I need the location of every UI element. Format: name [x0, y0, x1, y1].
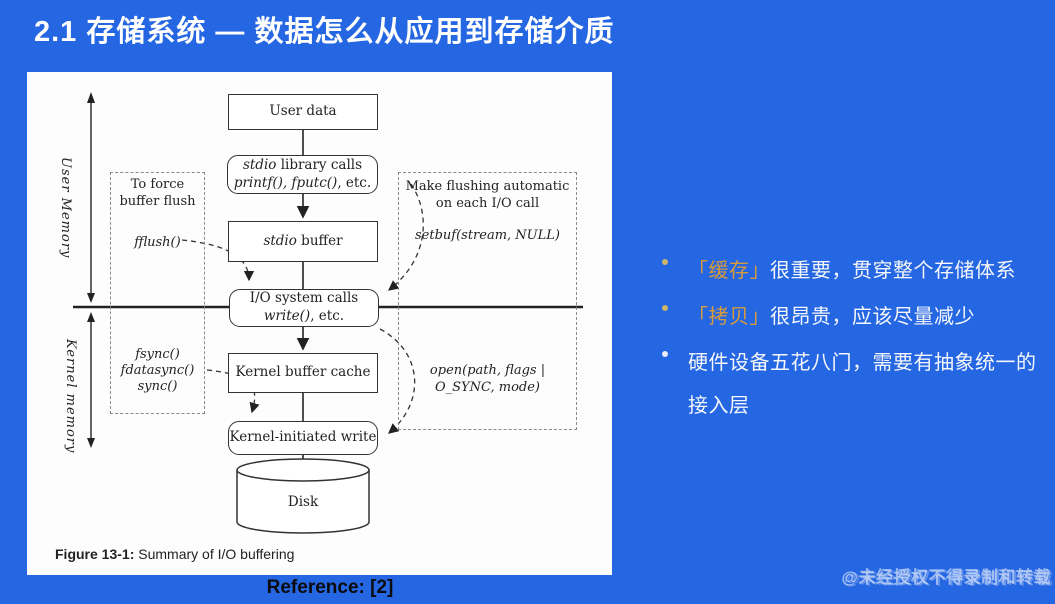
user-data-label: User data	[269, 103, 337, 120]
force-flush-dashed-box	[110, 172, 205, 414]
bullet-text: 「缓存」很重要，贯穿整个存储体系	[688, 260, 1016, 282]
open-osync-label: open(path, flags | O_SYNC, mode)	[398, 362, 577, 396]
bullet-item-cache: 「缓存」很重要，贯穿整个存储体系	[662, 250, 1050, 293]
watermark: @未经授权不得录制和转载	[841, 568, 1051, 587]
page-title: 2.1 存储系统 — 数据怎么从应用到存储介质	[34, 16, 615, 48]
bullet-dot	[662, 351, 668, 357]
open-osync-line1: open(path, flags |	[429, 363, 546, 378]
io-system-calls-line2: write(), etc.	[263, 308, 345, 324]
figure-caption: Figure 13-1: Summary of I/O buffering	[55, 546, 294, 562]
force-flush-title-line1: To force	[130, 177, 185, 192]
figure-caption-text: Summary of I/O buffering	[134, 546, 295, 562]
fdatasync-label: fdatasync()	[120, 363, 195, 378]
user-memory-label: User Memory	[58, 157, 73, 259]
bullet-text: 硬件设备五花八门，需要有抽象统一的接入层	[688, 352, 1037, 417]
io-system-calls-box: I/O system calls write(), etc.	[229, 289, 379, 327]
bullet-text: 「拷贝」很昂贵，应该尽量减少	[688, 306, 975, 328]
kernel-buffer-cache-label: Kernel buffer cache	[235, 364, 371, 381]
diagram-connectors	[73, 92, 583, 534]
bullet-item-copy: 「拷贝」很昂贵，应该尽量减少	[662, 296, 1050, 339]
stdio-buffer-label: stdio buffer	[263, 232, 343, 249]
disk-label: Disk	[287, 494, 319, 510]
kernel-initiated-write-box: Kernel-initiated write	[228, 421, 378, 455]
auto-flush-dashed-box	[398, 172, 577, 430]
bullet-item-hardware: 硬件设备五花八门，需要有抽象统一的接入层	[662, 342, 1050, 428]
figure-caption-label: Figure 13-1:	[55, 546, 135, 562]
fsync-label: fsync()	[135, 347, 180, 362]
fflush-label: fflush()	[134, 235, 181, 250]
kernel-buffer-cache-box: Kernel buffer cache	[228, 353, 378, 393]
stdio-buffer-box: stdio buffer	[228, 221, 378, 262]
kernel-initiated-write-label: Kernel-initiated write	[229, 429, 377, 446]
setbuf-label: setbuf(stream, NULL)	[415, 228, 560, 243]
sync-label: sync()	[137, 379, 178, 394]
open-osync-line2: O_SYNC, mode)	[434, 380, 540, 395]
stdio-library-calls-box: stdio library calls printf(), fputc(), e…	[227, 155, 378, 194]
bullet-dot	[662, 305, 668, 311]
stdio-library-calls-line1: stdio library calls	[242, 156, 363, 173]
io-system-calls-line1: I/O system calls	[249, 290, 359, 307]
auto-flush-title-line1: Make flushing automatic	[405, 179, 570, 194]
user-data-box: User data	[228, 94, 378, 130]
stdio-library-calls-line2: printf(), fputc(), etc.	[233, 174, 372, 191]
bullet-dot	[662, 259, 668, 265]
auto-flush-title-line2: on each I/O call	[435, 196, 540, 211]
reference-label: Reference: [2]	[266, 577, 394, 598]
auto-flush-title: Make flushing automatic on each I/O call	[398, 178, 577, 212]
io-buffering-diagram-panel: User Memory Kernel memory User data stdi…	[27, 72, 612, 575]
kernel-memory-label: Kernel memory	[63, 339, 78, 454]
force-flush-title-line2: buffer flush	[119, 194, 196, 209]
force-flush-title: To force buffer flush	[110, 176, 205, 210]
sync-functions-label: fsync() fdatasync() sync()	[110, 347, 205, 395]
